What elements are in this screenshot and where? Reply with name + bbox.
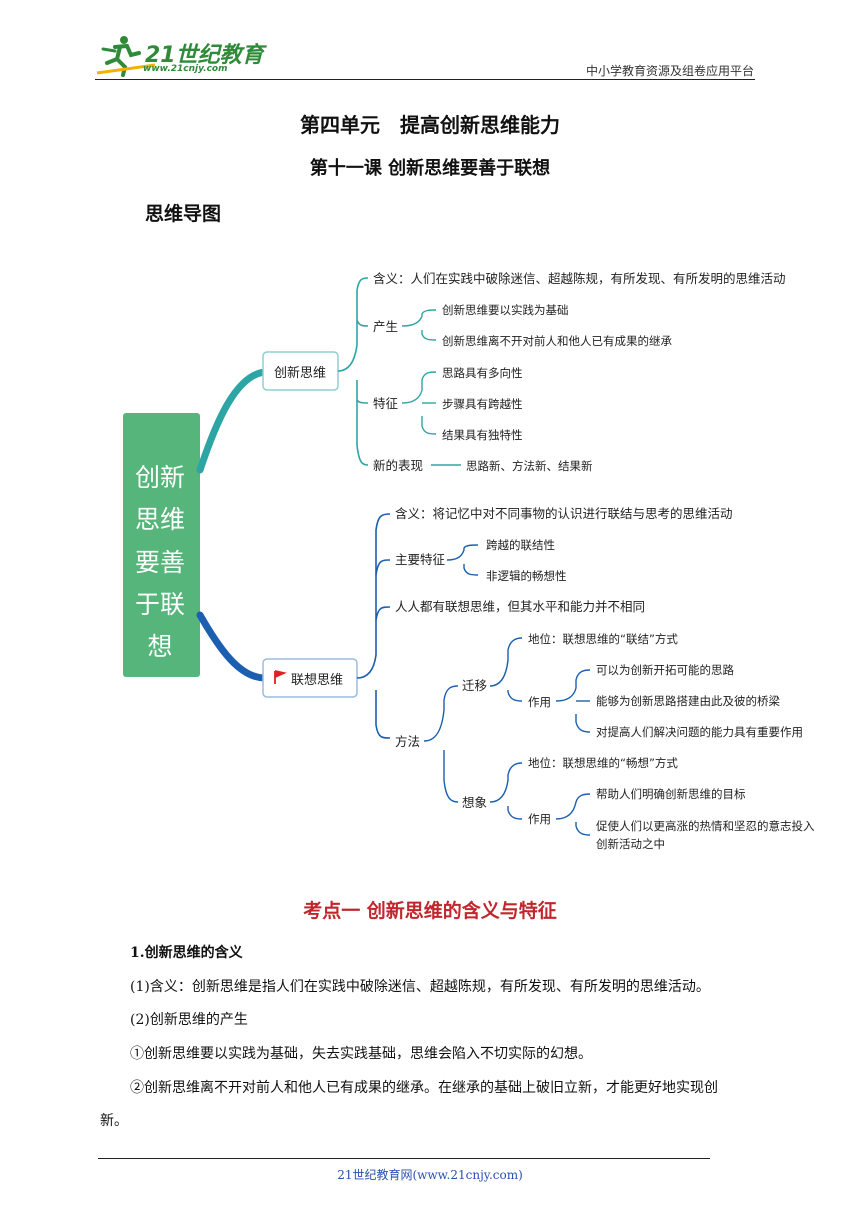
- transfer-effect-bracket: [555, 669, 591, 733]
- imagine-bracket: [489, 762, 523, 820]
- unit-title: 第四单元 提高创新思维能力: [300, 113, 560, 137]
- origin-bracket: [401, 309, 437, 341]
- origin-item-2: 创新思维离不开对前人和他人已有成果的继承: [442, 334, 672, 348]
- mindmap-section-label: 思维导图: [145, 203, 222, 225]
- branch2-meaning: 含义：将记忆中对不同事物的认识进行联结与思考的思维活动: [395, 506, 733, 521]
- branch2-label: 联想思维: [291, 672, 343, 688]
- paragraph-origin-2-line2: 新。: [100, 1113, 128, 1129]
- main-feature-bracket: [446, 544, 479, 576]
- method-bracket: [423, 685, 459, 803]
- branch1-feature-label: 特征: [373, 396, 399, 411]
- branch2-main-feature-label: 主要特征: [395, 552, 446, 567]
- paragraph-origin-1: ①创新思维要以实践为基础，失去实践基础，思维会陷入不切实际的幻想。: [130, 1046, 592, 1062]
- logo-text: 21世纪教育: [145, 43, 264, 68]
- logo-runner-icon: [96, 36, 156, 77]
- feature-item-3: 结果具有独特性: [442, 428, 523, 442]
- paragraph-origin-heading: (2)创新思维的产生: [130, 1012, 248, 1028]
- transfer-effect-label: 作用: [528, 695, 551, 709]
- branch2-bracket: [356, 513, 391, 739]
- site-logo: 21世纪教育 www.21cnjy.com: [95, 33, 265, 79]
- footer-link[interactable]: 21世纪教育网(www.21cnjy.com): [337, 1168, 523, 1182]
- connector-root-branch1: [196, 368, 269, 474]
- imagine-effect-2-line1: 促使人们以更高涨的热情和坚忍的意志投入: [596, 819, 815, 833]
- imagine-effect-2-line2: 创新活动之中: [596, 837, 665, 851]
- transfer-status: 地位：联想思维的“联结”方式: [528, 632, 678, 646]
- footer-divider: [98, 1158, 710, 1159]
- main-feature-item-2: 非逻辑的畅想性: [486, 569, 567, 583]
- flag-icon: [274, 670, 287, 684]
- transfer-effect-2: 能够为创新思路搭建由此及彼的桥梁: [596, 694, 780, 708]
- branch1-label: 创新思维: [274, 365, 326, 381]
- header-divider: [95, 79, 755, 80]
- main-feature-item-1: 跨越的联结性: [486, 538, 555, 552]
- imagine-effect-1: 帮助人们明确创新思维的目标: [596, 787, 746, 801]
- mind-map: 创新 思维 要善 于联 想 创新思维 含义：人们在实践中破除迷信、超越陈规，有所…: [123, 271, 815, 851]
- root-line-4: 于联: [135, 590, 185, 619]
- imagine-status: 地位：联想思维的“畅想”方式: [528, 756, 678, 770]
- root-line-5: 想: [147, 632, 172, 661]
- root-line-3: 要善: [135, 548, 185, 577]
- imagine-effect-label: 作用: [528, 812, 551, 826]
- root-line-1: 创新: [135, 463, 185, 492]
- transfer-effect-3: 对提高人们解决问题的能力具有重要作用: [596, 725, 803, 739]
- feature-bracket: [401, 371, 437, 435]
- paragraph-heading: 1.创新思维的含义: [130, 945, 243, 961]
- branch2-everyone: 人人都有联想思维，但其水平和能力并不相同: [395, 599, 645, 614]
- branch1-meaning: 含义：人们在实践中破除迷信、超越陈规，有所发现、有所发明的思维活动: [373, 271, 786, 286]
- feature-item-1: 思路具有多向性: [442, 366, 523, 380]
- transfer-effect-1: 可以为创新开拓可能的思路: [596, 663, 734, 677]
- paragraph-origin-2-line1: ②创新思维离不开对前人和他人已有成果的继承。在继承的基础上破旧立新，才能更好地实…: [130, 1080, 718, 1096]
- header-platform-text: 中小学教育资源及组卷应用平台: [585, 64, 754, 78]
- mindmap-root-box: [123, 413, 200, 677]
- mindmap-root-label: 创新 思维 要善 于联 想: [135, 463, 185, 661]
- origin-item-1: 创新思维要以实践为基础: [442, 303, 569, 317]
- method-label: 方法: [395, 734, 420, 749]
- logo-url: www.21cnjy.com: [143, 64, 228, 74]
- lesson-title: 第十一课 创新思维要善于联想: [309, 158, 551, 179]
- root-line-2: 思维: [135, 505, 185, 534]
- connector-root-branch2: [196, 611, 269, 682]
- kaodian-title: 考点一 创新思维的含义与特征: [303, 900, 557, 922]
- branch1-bracket: [337, 277, 369, 466]
- branch1-show-label: 新的表现: [373, 458, 423, 473]
- imagine-label: 想象: [462, 795, 487, 810]
- imagine-effect-bracket: [555, 793, 591, 836]
- transfer-bracket: [489, 637, 523, 702]
- paragraph-meaning: (1)含义：创新思维是指人们在实践中破除迷信、超越陈规，有所发现、有所发明的思维…: [130, 979, 710, 995]
- transfer-label: 迁移: [462, 678, 487, 693]
- branch1-show-value: 思路新、方法新、结果新: [466, 459, 593, 473]
- branch1-origin-label: 产生: [373, 319, 398, 334]
- feature-item-2: 步骤具有跨越性: [442, 397, 523, 411]
